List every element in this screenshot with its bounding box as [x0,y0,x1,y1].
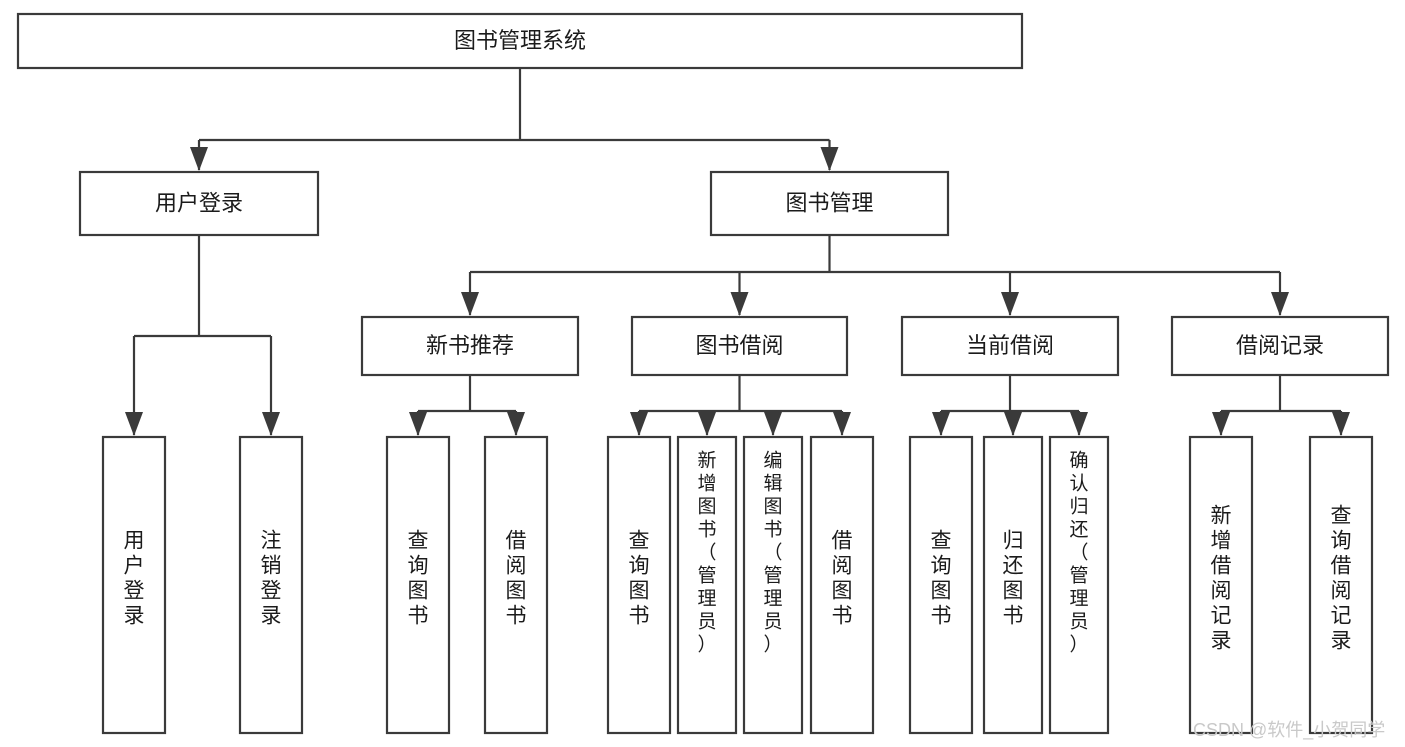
arrow-head-icon-l3-3 [1271,292,1289,316]
arrow-head-icon-leaf-2-3 [833,412,851,436]
node-leaf-编辑图书管理员-6[interactable]: 编辑图书（管理员） [742,435,804,735]
node-leaf-查询借阅记录-12[interactable]: 查询借阅记录 [1308,435,1374,735]
node-leaf-用户登录-0[interactable]: 用户登录 [101,435,167,735]
node-label: 查询图书 [931,530,952,628]
node-box-rect [900,315,1120,377]
node-box-rect [101,435,167,735]
node-box-rect [238,435,304,735]
node-box-rect [1308,435,1374,735]
arrow-head-icon-leaf-2-2 [764,412,782,436]
arrow-head-icon-leaf-3-1 [1004,412,1022,436]
connector-layer [125,68,1350,436]
node-l3-图书借阅-1[interactable]: 图书借阅 [630,315,849,377]
node-label: 借阅记录 [1236,333,1324,358]
arrow-head-icon-leaf-1-0 [409,412,427,436]
arrow-head-icon-leaf-0-1 [262,412,280,436]
node-box-rect [630,315,849,377]
node-label: 用户登录 [155,190,243,215]
node-label: 图书借阅 [695,333,783,358]
node-box-rect [483,435,549,735]
arrow-head-icon-leaf-4-0 [1212,412,1230,436]
node-label: 编辑图书（管理员） [763,450,782,656]
node-l2-用户登录-0[interactable]: 用户登录 [78,170,320,237]
node-leaf-归还图书-9[interactable]: 归还图书 [982,435,1044,735]
node-label: 确认归还（管理员） [1069,450,1088,656]
node-leaf-借阅图书-7[interactable]: 借阅图书 [809,435,875,735]
arrow-head-icon-leaf-2-1 [698,412,716,436]
node-label: 新增图书（管理员） [697,450,716,656]
node-label: 查询图书 [629,530,650,628]
node-label: 借阅图书 [832,530,853,628]
node-box-rect [606,435,672,735]
node-label: 用户登录 [124,530,145,628]
node-leaf-查询图书-8[interactable]: 查询图书 [908,435,974,735]
node-box-rect [1048,435,1110,735]
node-l3-新书推荐-0[interactable]: 新书推荐 [360,315,580,377]
node-box-rect [742,435,804,735]
node-label: 当前借阅 [966,333,1054,358]
node-box-rect [676,435,738,735]
arrow-head-icon-l2-1 [820,147,839,171]
node-label: 查询图书 [408,530,429,628]
node-layer: 图书管理系统用户登录图书管理新书推荐图书借阅当前借阅借阅记录用户登录注销登录查询… [16,12,1390,735]
node-box-rect [360,315,580,377]
node-l3-借阅记录-3[interactable]: 借阅记录 [1170,315,1390,377]
node-box-rect [709,170,950,237]
arrow-head-icon-leaf-3-2 [1070,412,1088,436]
node-label: 归还图书 [1003,530,1024,628]
node-box-rect [809,435,875,735]
node-root-图书管理系统[interactable]: 图书管理系统 [16,12,1024,70]
node-leaf-查询图书-2[interactable]: 查询图书 [385,435,451,735]
node-label: 新书推荐 [426,333,514,358]
arrow-head-icon-leaf-1-1 [507,412,525,436]
arrow-head-icon-leaf-4-1 [1332,412,1350,436]
node-label: 借阅图书 [506,530,527,628]
node-label: 注销登录 [261,530,282,628]
node-box-rect [908,435,974,735]
node-l3-当前借阅-2[interactable]: 当前借阅 [900,315,1120,377]
node-l2-图书管理-1[interactable]: 图书管理 [709,170,950,237]
arrow-head-icon-l3-1 [730,292,749,316]
node-leaf-确认归还管理员-10[interactable]: 确认归还（管理员） [1048,435,1110,735]
arrow-head-icon-l3-0 [461,292,479,316]
node-label: 查询借阅记录 [1331,505,1352,653]
node-box-rect [78,170,320,237]
node-leaf-新增借阅记录-11[interactable]: 新增借阅记录 [1188,435,1254,735]
node-box-rect [1188,435,1254,735]
node-box-rect [385,435,451,735]
node-leaf-查询图书-4[interactable]: 查询图书 [606,435,672,735]
arrow-head-icon-leaf-2-0 [630,412,648,436]
arrow-head-icon-l3-2 [1001,292,1019,316]
node-leaf-新增图书管理员-5[interactable]: 新增图书（管理员） [676,435,738,735]
node-box-rect [1170,315,1390,377]
node-leaf-借阅图书-3[interactable]: 借阅图书 [483,435,549,735]
arrow-head-icon-l2-0 [190,147,208,171]
node-label: 图书管理 [785,190,873,215]
arrow-head-icon-leaf-3-0 [932,412,950,436]
node-label: 图书管理系统 [454,28,586,53]
node-leaf-注销登录-1[interactable]: 注销登录 [238,435,304,735]
node-box-rect [16,12,1024,70]
arrow-head-icon-leaf-0-0 [125,412,143,436]
node-label: 新增借阅记录 [1211,505,1232,653]
node-box-rect [982,435,1044,735]
